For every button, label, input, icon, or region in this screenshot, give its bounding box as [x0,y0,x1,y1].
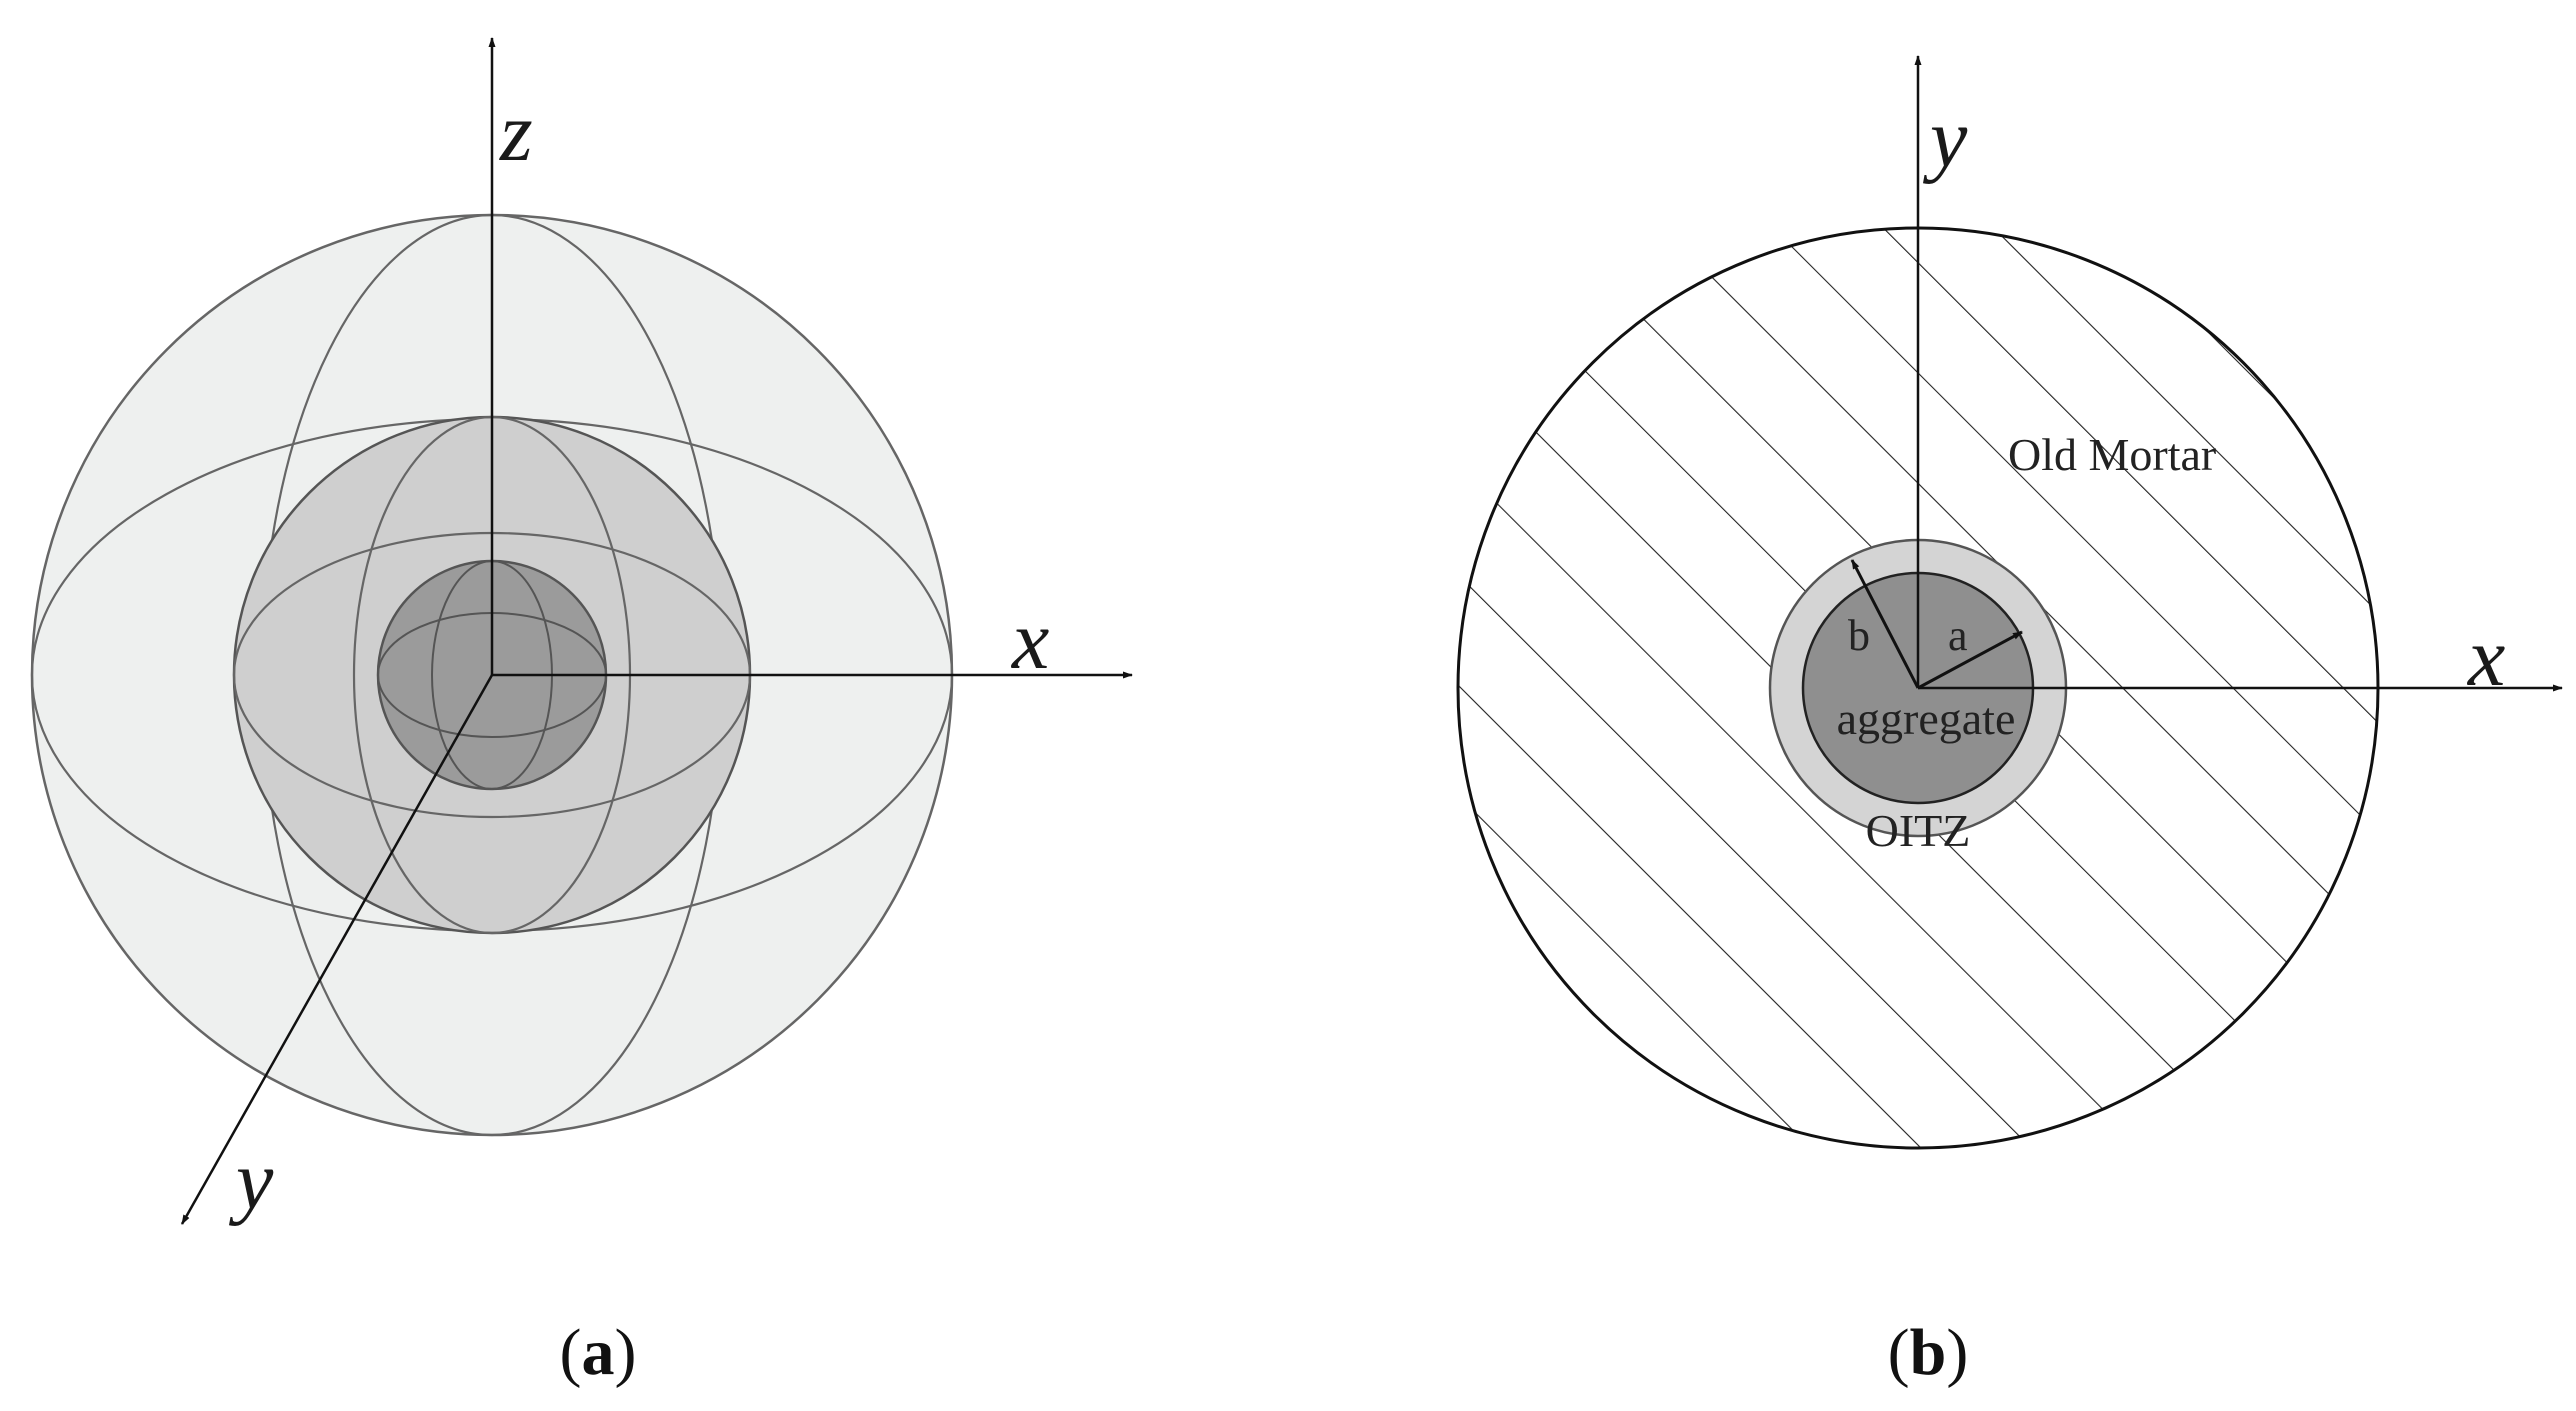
caption-close-paren: ) [1946,1316,1968,1389]
caption-letter-b: b [1910,1316,1947,1389]
panel-b-y-label: y [1922,92,1968,185]
panel-a: z x y (a) [30,37,1133,1389]
panel-a-x-label: x [1010,594,1049,687]
radius-a-label: a [1948,611,1968,660]
caption-close-paren: ) [615,1316,637,1389]
panel-a-z-label: z [499,86,533,179]
panel-a-y-label: y [228,1134,274,1227]
caption-open-paren: ( [1888,1316,1910,1389]
radius-b-arrow [1850,559,1920,689]
caption-open-paren: ( [560,1316,582,1389]
radius-a-arrow [1917,630,2023,690]
panel-a-caption: (a) [560,1316,637,1389]
panel-a-y-axis [180,674,494,1225]
panel-b: y x Old Mortar aggregate OITZ a b (b) [1456,55,2563,1389]
caption-letter-a: a [582,1316,615,1389]
svg-text:(b): (b) [1888,1316,1969,1389]
oitz-label: OITZ [1866,805,1971,856]
radius-b-label: b [1848,611,1870,660]
aggregate-label: aggregate [1837,693,2016,744]
panel-b-caption: (b) [1888,1316,1969,1389]
panel-b-x-label: x [2466,611,2505,704]
svg-text:(a): (a) [560,1316,637,1389]
old-mortar-label: Old Mortar [2008,429,2216,480]
